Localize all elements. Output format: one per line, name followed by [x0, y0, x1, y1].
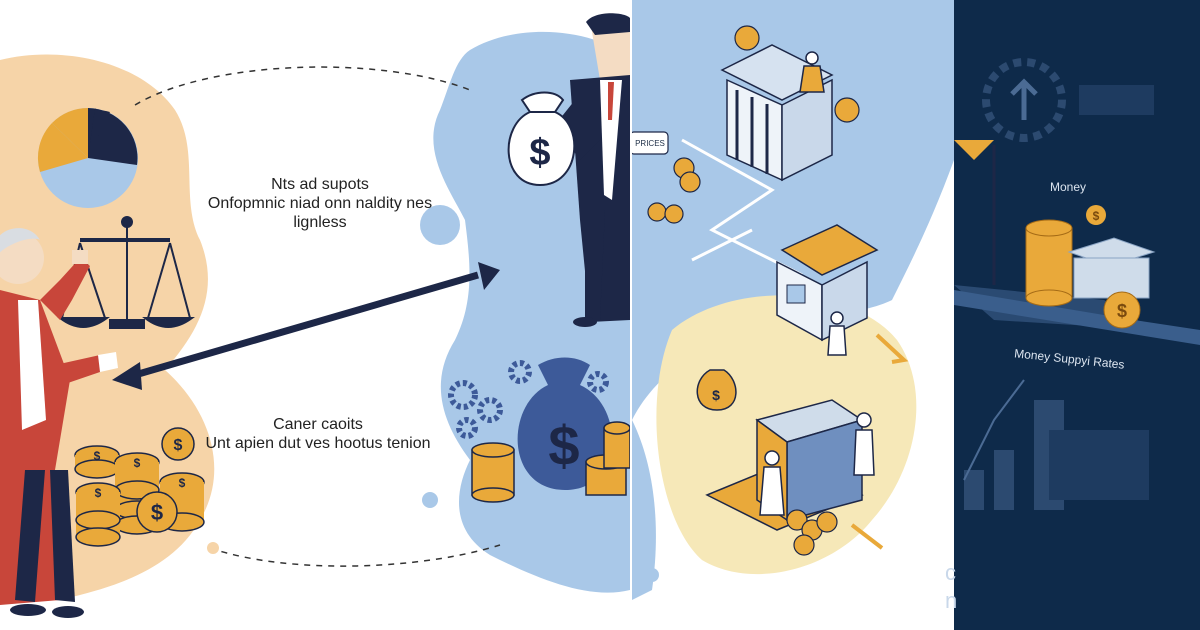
edge-glyph-n: n	[945, 588, 958, 613]
bottom-caption-line-2: Unt apien dut ves hootus tenion	[205, 435, 431, 452]
edge-glyph-c: c	[945, 560, 956, 585]
gear-icon	[448, 360, 609, 439]
svg-text:$: $	[174, 437, 183, 454]
dashboard-panel	[1079, 85, 1154, 115]
prices-sign-label: PRICES	[635, 139, 665, 148]
bank-building-icon	[720, 44, 834, 182]
top-caption-line-1: Nts ad supots	[271, 176, 369, 193]
left-illustration-panel: $ $ $ $ $ $ $ $	[0, 13, 630, 618]
svg-text:$: $	[1093, 209, 1100, 223]
top-caption-line-3: lignless	[293, 214, 347, 231]
money-bag-icon: $	[507, 91, 576, 187]
svg-text:$: $	[95, 486, 102, 500]
dollar-coin-icon: $ $ $ $ $ $	[94, 437, 186, 525]
bottom-caption-line-1: Caner caoits	[273, 416, 363, 433]
gear-icon	[982, 58, 1066, 142]
money-bag-icon: $	[696, 369, 737, 411]
bank-building-icon	[1067, 237, 1156, 299]
svg-text:$: $	[179, 476, 186, 490]
ground-platform	[954, 285, 1200, 345]
balance-scale-icon	[57, 216, 196, 329]
coin-stack-icon	[786, 509, 838, 556]
historical-figure	[0, 228, 118, 618]
businessman-figure	[555, 13, 630, 327]
person-figure	[759, 51, 875, 516]
svg-text:$: $	[712, 387, 720, 403]
pointer-shape	[954, 140, 994, 160]
road-path	[681, 138, 803, 277]
coin-stack-icon	[471, 421, 630, 503]
dark-finance-illustration: $ $	[954, 0, 1200, 630]
up-arrow-icon	[1010, 78, 1038, 120]
svg-text:$: $	[529, 132, 550, 174]
coin-stack-icon	[1025, 219, 1073, 307]
bar-chart-icon	[964, 400, 1149, 510]
double-arrow-icon	[112, 262, 500, 390]
svg-text:$: $	[134, 456, 141, 470]
svg-text:$: $	[94, 449, 101, 463]
dashed-connector-top	[134, 66, 471, 106]
dashed-connector-bottom	[209, 544, 501, 567]
top-caption-line-2: Onfopmnic niad onn naldity nes	[207, 195, 433, 212]
money-label: Money	[1050, 180, 1087, 194]
svg-text:$: $	[151, 500, 163, 525]
svg-text:$: $	[1117, 301, 1127, 321]
left-illustration: $ $ $ $ $ $ $ $	[0, 13, 630, 618]
dollar-coin-icon: $ $	[1086, 205, 1141, 329]
bottom-caption: Caner caoits Unt apien dut ves hootus te…	[188, 415, 448, 453]
prices-sign	[632, 131, 669, 155]
isometric-illustration: $	[632, 0, 954, 600]
blue-background-blob-lower	[632, 420, 656, 600]
pie-chart-icon	[37, 107, 138, 208]
top-caption: Nts ad supots Onfopmnic niad onn naldity…	[195, 175, 445, 232]
middle-illustration-panel: $ PRICES	[632, 0, 954, 630]
right-illustration-panel: $ $ Money Money Suppyi Rates	[954, 0, 1200, 630]
svg-text:$: $	[548, 414, 579, 477]
coin-stack-icon	[74, 427, 205, 547]
